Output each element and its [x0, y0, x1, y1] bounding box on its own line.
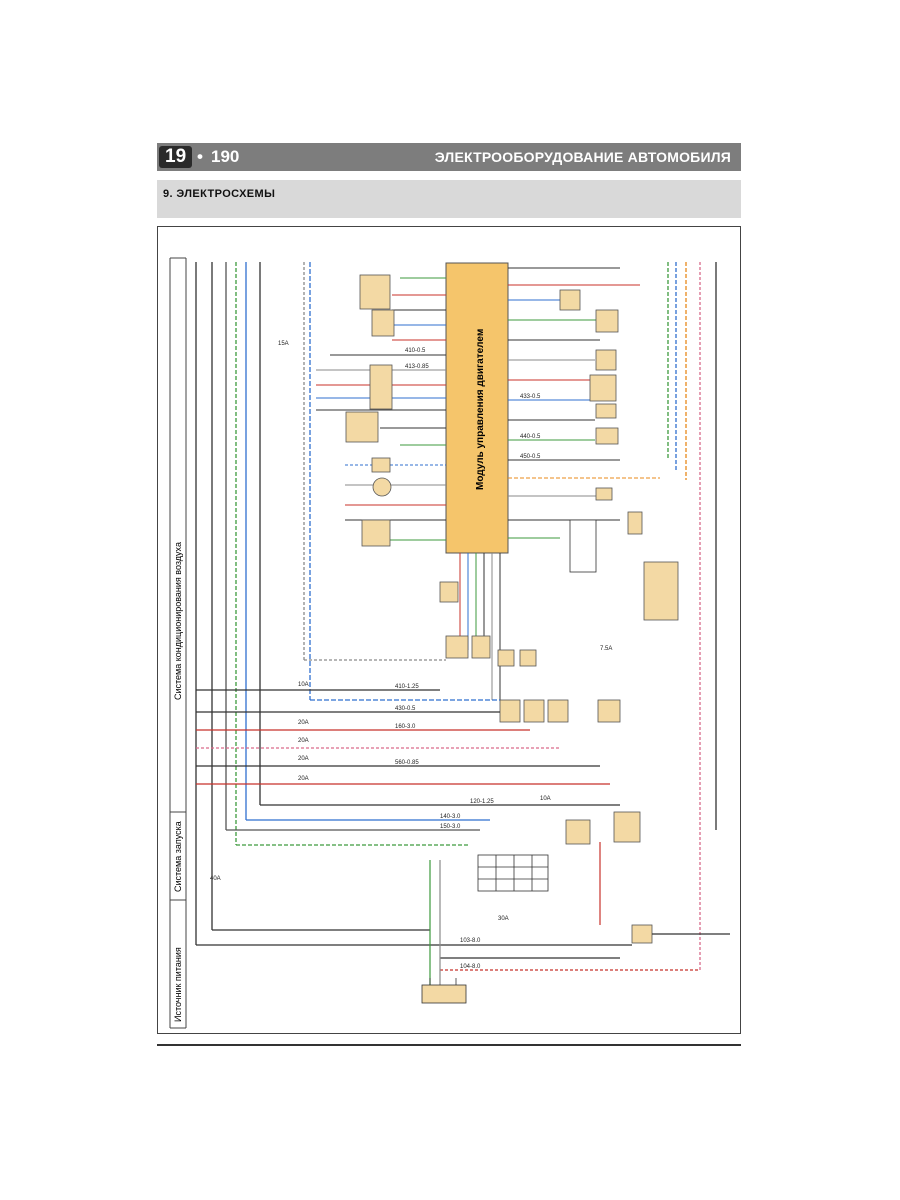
section-header-bar: 9. ЭЛЕКТРОСХЕМЫ	[157, 180, 741, 218]
ecu-right-wires	[508, 267, 660, 539]
connector-block	[569, 519, 597, 573]
component-r5	[595, 403, 617, 419]
middle-relays	[439, 581, 621, 723]
wire-label-8: 103-8.0	[460, 938, 481, 944]
relay-m2	[445, 635, 469, 659]
fuse-label-3: 20A	[298, 720, 309, 726]
fuse-label-7: 40A	[210, 876, 221, 882]
wire-label-4: 560-0.85	[395, 760, 419, 766]
relay-m1	[439, 581, 459, 603]
wire-label-3: 160-3.0	[395, 724, 416, 730]
wire-label-14: 450-0.5	[520, 454, 541, 460]
relay-m3	[471, 635, 491, 659]
relay-m8	[547, 699, 569, 723]
component-r8	[627, 511, 643, 535]
label-power-source: Источник питания	[173, 947, 183, 1022]
fuse-label-1: 15A	[278, 341, 289, 347]
relay-m7	[523, 699, 545, 723]
page-number: 190	[211, 147, 240, 166]
sensor-7	[361, 519, 391, 547]
fuse-labels: 15A 10A 20A 20A 20A 20A 40A 30A 7.5A 10A	[210, 341, 612, 922]
sensor-6	[372, 477, 392, 497]
component-r1	[559, 289, 581, 311]
fuse-label-8: 30A	[498, 916, 509, 922]
battery	[421, 978, 467, 1004]
label-air-conditioning: Система кондиционирования воздуха	[173, 542, 183, 700]
sensor-5	[371, 457, 391, 473]
label-starting-system: Система запуска	[173, 821, 183, 892]
vertical-bus-lines	[195, 262, 311, 945]
chapter-title: ЭЛЕКТРООБОРУДОВАНИЕ АВТОМОБИЛЯ	[434, 149, 731, 165]
generator	[631, 924, 653, 944]
fuse-label-9: 7.5A	[600, 646, 612, 652]
bullet-separator: •	[197, 147, 203, 166]
fuse-label-6: 20A	[298, 776, 309, 782]
starter-relay	[565, 819, 591, 845]
wire-label-1: 410-1.25	[395, 684, 419, 690]
fuse-label-4: 20A	[298, 738, 309, 744]
ecu-bottom-wires	[459, 553, 501, 700]
power-wires	[196, 842, 730, 985]
component-r6	[595, 427, 619, 445]
relay-m5	[519, 649, 537, 667]
right-components	[559, 289, 679, 621]
ignition-switch	[477, 854, 549, 892]
wire-labels: 410-1.25 430-0.5 160-3.0 560-0.85 120-1.…	[395, 348, 541, 970]
bottom-rule	[157, 1044, 741, 1046]
system-label-column: Система кондиционирования воздуха Систем…	[169, 257, 730, 1029]
component-r2	[595, 309, 619, 333]
relay-m9	[597, 699, 621, 723]
wire-label-9: 104-8.0	[460, 964, 481, 970]
section-title: 9. ЭЛЕКТРОСХЕМЫ	[163, 188, 276, 200]
wire-label-5: 120-1.25	[470, 799, 494, 805]
chapter-header-bar: 19 • 190 ЭЛЕКТРООБОРУДОВАНИЕ АВТОМОБИЛЯ	[157, 143, 741, 171]
starter-components	[565, 811, 653, 944]
wire-label-13: 433-0.5	[520, 394, 541, 400]
ecu-label: Модуль управления двигателем	[475, 329, 486, 490]
relay-m6	[499, 699, 521, 723]
sensor-4	[345, 411, 379, 443]
sensor-3	[369, 364, 393, 410]
wire-label-11: 413-0.85	[405, 364, 429, 370]
horizontal-feeds	[196, 659, 620, 846]
fuse-label-5: 20A	[298, 756, 309, 762]
chapter-number: 19	[159, 146, 193, 168]
fuse-label-10: 10A	[540, 796, 551, 802]
starter-motor	[613, 811, 641, 843]
left-sensors	[345, 274, 395, 547]
relay-box	[643, 561, 679, 621]
wire-label-7: 140-3.0	[440, 814, 461, 820]
wire-label-6: 150-3.0	[440, 824, 461, 830]
fuse-label-2: 10A	[298, 682, 309, 688]
relay-m4	[497, 649, 515, 667]
wire-label-2: 430-0.5	[395, 706, 416, 712]
engine-control-module: Модуль управления двигателем	[445, 262, 509, 554]
component-r7	[595, 487, 613, 501]
wire-label-10: 410-0.5	[405, 348, 426, 354]
component-r3	[595, 349, 617, 371]
sensor-1	[359, 274, 391, 310]
wire-label-12: 440-0.5	[520, 434, 541, 440]
sensor-2	[371, 309, 395, 337]
right-vertical-lines	[667, 262, 717, 970]
component-r4	[589, 374, 617, 402]
